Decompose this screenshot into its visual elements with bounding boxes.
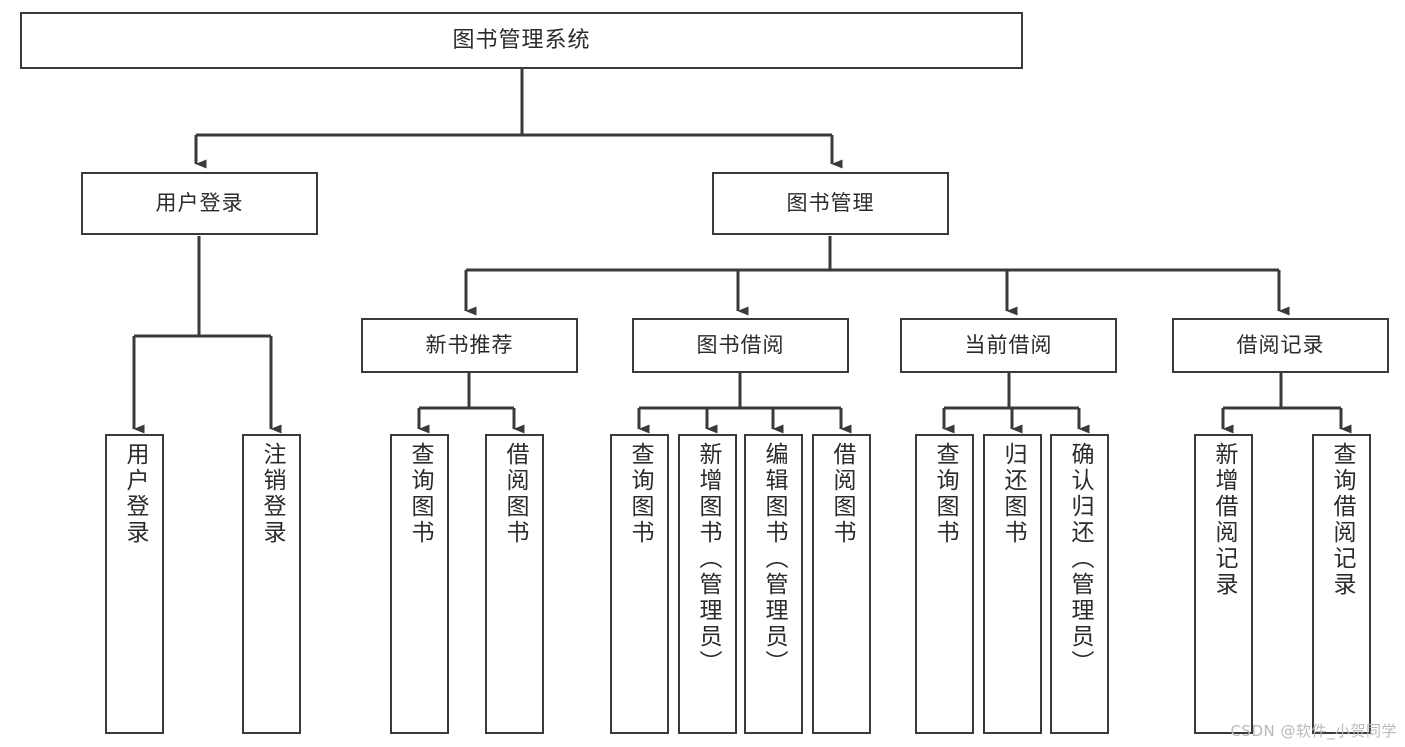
leaf-book-borrow-1[interactable]: 查询图书 bbox=[610, 434, 669, 734]
leaf-label: 新增图书（管理员） bbox=[695, 442, 721, 676]
leaf-label: 借阅图书 bbox=[829, 442, 855, 546]
leaf-label: 用户登录 bbox=[122, 442, 148, 546]
leaf-borrow-record-2[interactable]: 查询借阅记录 bbox=[1312, 434, 1371, 734]
watermark: CSDN @软件_小贺同学 bbox=[1230, 722, 1397, 740]
node-book-manage[interactable]: 图书管理 bbox=[712, 172, 949, 235]
leaf-label: 归还图书 bbox=[1000, 442, 1026, 546]
node-root-label: 图书管理系统 bbox=[452, 27, 591, 53]
leaf-current-borrow-1[interactable]: 查询图书 bbox=[915, 434, 974, 734]
node-new-book-recommend-label: 新书推荐 bbox=[425, 333, 514, 358]
leaf-label: 查询借阅记录 bbox=[1329, 442, 1355, 598]
leaf-book-borrow-2[interactable]: 新增图书（管理员） bbox=[678, 434, 737, 734]
node-user-login[interactable]: 用户登录 bbox=[81, 172, 318, 235]
leaf-label: 借阅图书 bbox=[502, 442, 528, 546]
node-current-borrow[interactable]: 当前借阅 bbox=[900, 318, 1117, 373]
node-new-book-recommend[interactable]: 新书推荐 bbox=[361, 318, 578, 373]
node-book-borrow[interactable]: 图书借阅 bbox=[632, 318, 849, 373]
node-book-borrow-label: 图书借阅 bbox=[696, 333, 785, 358]
leaf-user-login-2[interactable]: 注销登录 bbox=[242, 434, 301, 734]
leaf-book-borrow-4[interactable]: 借阅图书 bbox=[812, 434, 871, 734]
node-user-login-label: 用户登录 bbox=[155, 191, 244, 216]
leaf-user-login-1[interactable]: 用户登录 bbox=[105, 434, 164, 734]
leaf-label: 注销登录 bbox=[259, 442, 285, 546]
leaf-label: 新增借阅记录 bbox=[1211, 442, 1237, 598]
leaf-current-borrow-2[interactable]: 归还图书 bbox=[983, 434, 1042, 734]
node-root[interactable]: 图书管理系统 bbox=[20, 12, 1023, 69]
leaf-label: 查询图书 bbox=[407, 442, 433, 546]
leaf-book-borrow-3[interactable]: 编辑图书（管理员） bbox=[744, 434, 803, 734]
leaf-label: 查询图书 bbox=[627, 442, 653, 546]
node-current-borrow-label: 当前借阅 bbox=[964, 333, 1053, 358]
leaf-label: 编辑图书（管理员） bbox=[761, 442, 787, 676]
leaf-borrow-record-1[interactable]: 新增借阅记录 bbox=[1194, 434, 1253, 734]
leaf-new-book-rec-2[interactable]: 借阅图书 bbox=[485, 434, 544, 734]
leaf-new-book-rec-1[interactable]: 查询图书 bbox=[390, 434, 449, 734]
node-borrow-record[interactable]: 借阅记录 bbox=[1172, 318, 1389, 373]
node-book-manage-label: 图书管理 bbox=[786, 191, 875, 216]
leaf-label: 查询图书 bbox=[932, 442, 958, 546]
node-borrow-record-label: 借阅记录 bbox=[1236, 333, 1325, 358]
leaf-label: 确认归还（管理员） bbox=[1067, 442, 1093, 676]
leaf-current-borrow-3[interactable]: 确认归还（管理员） bbox=[1050, 434, 1109, 734]
